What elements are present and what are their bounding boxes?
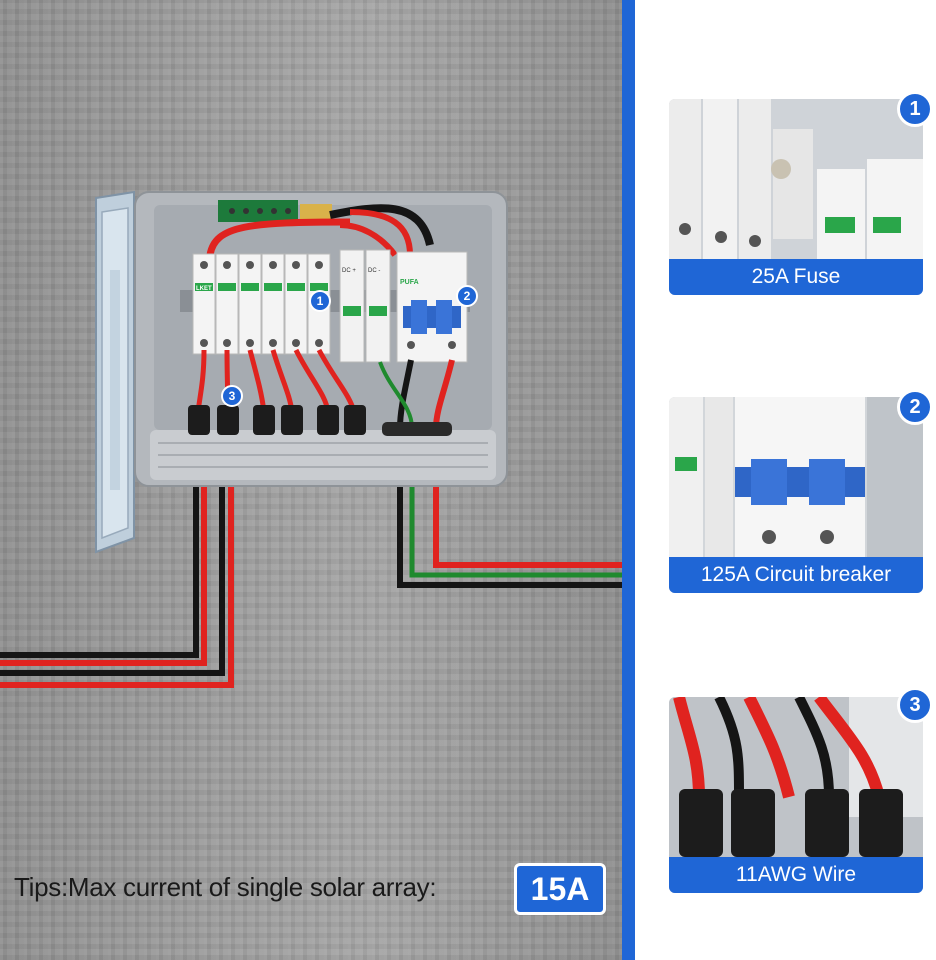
breaker-marker-badge: 2 — [456, 285, 478, 307]
wire-callout-card: 11AWG Wire — [669, 697, 923, 893]
blue-divider-bar — [622, 0, 635, 960]
cable-glands — [188, 405, 452, 436]
breaker-caption: 125A Circuit breaker — [669, 557, 923, 593]
right-wire-bundle — [397, 485, 622, 588]
fuse-caption: 25A Fuse — [669, 259, 923, 295]
enclosure-door — [95, 190, 135, 554]
surge-protector — [339, 249, 391, 363]
callout-3-badge: 3 — [897, 687, 933, 723]
fuse-brand-label: LKET — [196, 286, 212, 292]
wire-caption: 11AWG Wire — [669, 857, 923, 893]
breaker-closeup-image — [669, 397, 923, 593]
max-current-badge: 15A — [514, 863, 606, 915]
tips-text: Tips:Max current of single solar array: — [14, 872, 437, 902]
breaker-callout-card: 125A Circuit breaker — [669, 397, 923, 593]
spd-minus-label: DC - — [368, 268, 380, 274]
fuse-marker-badge: 1 — [309, 290, 331, 312]
wire-marker-badge: 3 — [221, 385, 243, 407]
combiner-box-illustration: LKET DC + DC - PUFA — [0, 190, 622, 688]
fuse-holder-row — [192, 253, 331, 355]
circuit-breaker — [396, 251, 468, 363]
callout-1-badge: 1 — [897, 91, 933, 127]
spd-plus-label: DC + — [342, 268, 356, 274]
callout-2-badge: 2 — [897, 389, 933, 425]
bus-bar — [218, 200, 332, 222]
breaker-brand-label: PUFA — [400, 279, 419, 286]
fuse-callout-card: 25A Fuse — [669, 99, 923, 295]
internal-wires — [206, 204, 434, 257]
left-wire-bundle — [0, 485, 234, 688]
